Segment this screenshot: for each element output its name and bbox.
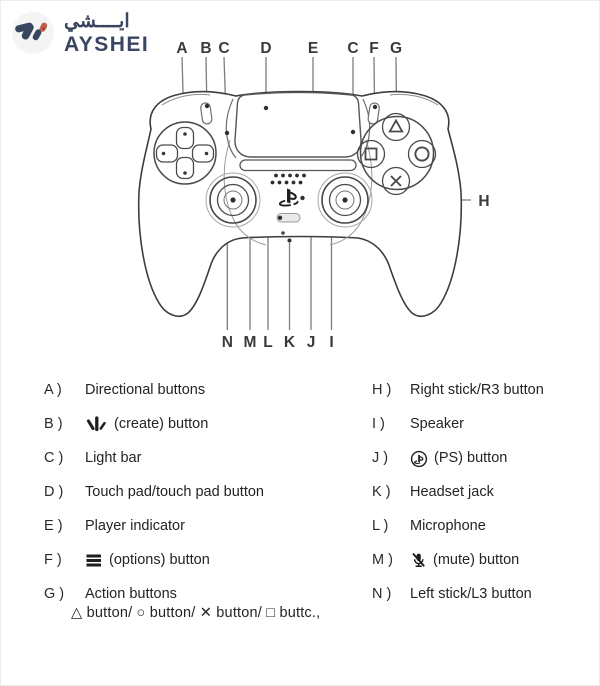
legend-row-h: H ) Right stick/R3 button (372, 382, 592, 416)
legend-row-e: E ) Player indicator (44, 518, 364, 552)
legend-key: L ) (372, 518, 389, 534)
callout-d: D (260, 40, 271, 57)
legend-row-f: F ) (options) button (44, 552, 364, 586)
callout-c: C (218, 40, 229, 57)
brand-name-text: AYSHEI (64, 32, 150, 56)
legend-key: B ) (44, 416, 63, 432)
brand-logo: ايــــشي AYSHEI (10, 10, 149, 56)
callout-k: K (284, 334, 296, 351)
callout-g: G (390, 40, 402, 57)
callout-e: E (308, 40, 318, 57)
legend-text: Left stick/L3 button (410, 586, 532, 602)
callout-a: A (176, 40, 187, 57)
legend-key: I ) (372, 416, 385, 432)
legend-text: Headset jack (410, 484, 494, 500)
legend-key: G ) (44, 586, 65, 602)
ps-icon (410, 450, 428, 468)
controller-diagram: A B C D E C F G H N M L K J I (137, 40, 490, 351)
mute-button (276, 213, 301, 223)
callout-b: B (200, 40, 211, 57)
triangle-button (381, 112, 411, 142)
legend-row-j: J ) (PS) button (372, 450, 592, 484)
brand-arabic-text: ايــــشي (64, 10, 130, 32)
right-stick (317, 172, 373, 228)
ayshei-logo-icon (12, 12, 54, 54)
legend-key: K ) (372, 484, 391, 500)
light-bar (239, 159, 357, 172)
legend-text: Microphone (410, 518, 486, 534)
speaker-grill (270, 173, 306, 185)
mute-icon (410, 552, 427, 569)
callout-l: L (263, 334, 272, 351)
circle-button (407, 139, 437, 169)
ps-button (278, 188, 299, 207)
legend-row-i: I ) Speaker (372, 416, 592, 450)
legend-key: E ) (44, 518, 63, 534)
cross-icon (390, 175, 402, 187)
legend-text: Player indicator (85, 518, 185, 534)
legend-right-column: H ) Right stick/R3 button I ) Speaker J … (372, 382, 592, 620)
legend-text: Light bar (85, 450, 142, 466)
legend-left-column: A ) Directional buttons B ) (create) but… (44, 382, 364, 621)
callout-f: F (369, 40, 378, 57)
options-icon (85, 552, 103, 569)
legend-row-m: M ) (mute) button (372, 552, 592, 586)
light-bar-right (359, 98, 371, 159)
legend-text: Action buttons (85, 586, 177, 602)
legend-key: C ) (44, 450, 64, 466)
cross-button (381, 166, 411, 196)
left-stick (205, 172, 261, 228)
legend-key: A ) (44, 382, 62, 398)
legend-key: H ) (372, 382, 392, 398)
legend-text: (options) button (109, 552, 210, 568)
legend-text: Directional buttons (85, 382, 206, 398)
callout-h: H (478, 193, 489, 210)
legend-row-g: G ) Action buttons △ button/ ○ button/ ✕… (44, 586, 364, 621)
callout-j: J (307, 334, 316, 351)
legend-row-l: L ) Microphone (372, 518, 592, 552)
legend-text: (PS) button (434, 450, 508, 466)
triangle-icon (388, 118, 404, 133)
create-icon (85, 416, 108, 433)
legend-text: (create) button (114, 416, 209, 432)
action-buttons-detail: △ button/ ○ button/ ✕ button/ □ buttc., (71, 605, 321, 621)
legend-row-k: K ) Headset jack (372, 484, 592, 518)
legend-text: Right stick/R3 button (410, 382, 544, 398)
legend-key: F ) (44, 552, 62, 568)
callout-m: M (244, 334, 257, 351)
legend-text: (mute) button (433, 552, 520, 568)
callout-n: N (222, 334, 233, 351)
callout-c2: C (347, 40, 358, 57)
legend-text: Touch pad/touch pad button (85, 484, 264, 500)
callout-labels: A B C D E C F G H N M L K J I (176, 40, 489, 351)
legend-key: M ) (372, 552, 393, 568)
circle-icon (414, 146, 430, 162)
legend-row-n: N ) Left stick/L3 button (372, 586, 592, 620)
legend-row-d: D ) Touch pad/touch pad button (44, 484, 364, 518)
action-buttons (356, 112, 437, 196)
create-button (200, 102, 213, 125)
legend-text: Speaker (410, 416, 465, 432)
light-bar-left (225, 98, 237, 159)
legend-key: N ) (372, 586, 392, 602)
legend-key: J ) (372, 450, 389, 466)
touch-pad (234, 91, 362, 158)
legend-row-c: C ) Light bar (44, 450, 364, 484)
callout-i: I (329, 334, 333, 351)
directional-buttons (153, 121, 217, 185)
legend-row-b: B ) (create) button (44, 416, 364, 450)
square-icon (364, 147, 378, 161)
callout-dots (204, 103, 378, 220)
headset-jack (287, 238, 292, 243)
square-button (356, 139, 386, 169)
microphone-hole (281, 231, 285, 235)
legend-key: D ) (44, 484, 64, 500)
legend-row-a: A ) Directional buttons (44, 382, 364, 416)
controller-body (137, 90, 463, 317)
